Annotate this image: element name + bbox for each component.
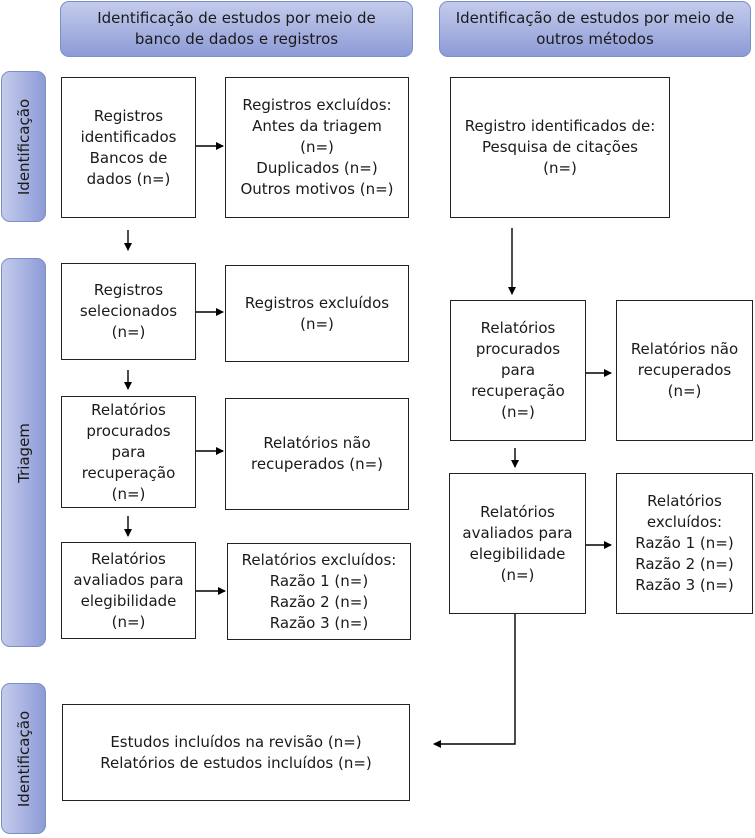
box-records-excluded-before-screening: Registros excluídos: Antes da triagem (n…: [225, 77, 409, 218]
box-reports-sought-right: Relatórios procurados para recuperação (…: [450, 300, 586, 441]
box-records-identified-databases: Registros identificados Bancos de dados …: [61, 77, 196, 218]
box-reports-assessed-left: Relatórios avaliados para elegibilidade …: [61, 542, 196, 639]
box-reports-not-retrieved-right: Relatórios não recuperados (n=): [616, 300, 753, 441]
phase-label-screening: Triagem: [1, 258, 46, 647]
box-records-excluded: Registros excluídos (n=): [225, 265, 409, 362]
header-database-registers: Identificação de estudos por meio de ban…: [60, 1, 413, 57]
box-reports-not-retrieved-left: Relatórios não recuperados (n=): [225, 398, 409, 510]
header-other-methods: Identificação de estudos por meio de out…: [439, 1, 751, 57]
box-reports-excluded-right: Relatórios excluídos: Razão 1 (n=) Razão…: [616, 473, 753, 614]
phase-label-identification-bottom: Identificação: [1, 683, 46, 834]
box-reports-assessed-right: Relatórios avaliados para elegibilidade …: [449, 473, 586, 614]
phase-label-identification-top: Identificação: [1, 71, 46, 222]
box-reports-sought-left: Relatórios procurados para recuperação (…: [61, 396, 196, 508]
box-studies-included: Estudos incluídos na revisão (n=) Relató…: [62, 704, 410, 801]
box-records-screened: Registros selecionados (n=): [61, 263, 196, 360]
box-records-identified-other: Registro identificados de: Pesquisa de c…: [450, 77, 670, 218]
box-reports-excluded-left: Relatórios excluídos: Razão 1 (n=) Razão…: [227, 543, 411, 640]
arrow-to-included: [433, 614, 516, 748]
